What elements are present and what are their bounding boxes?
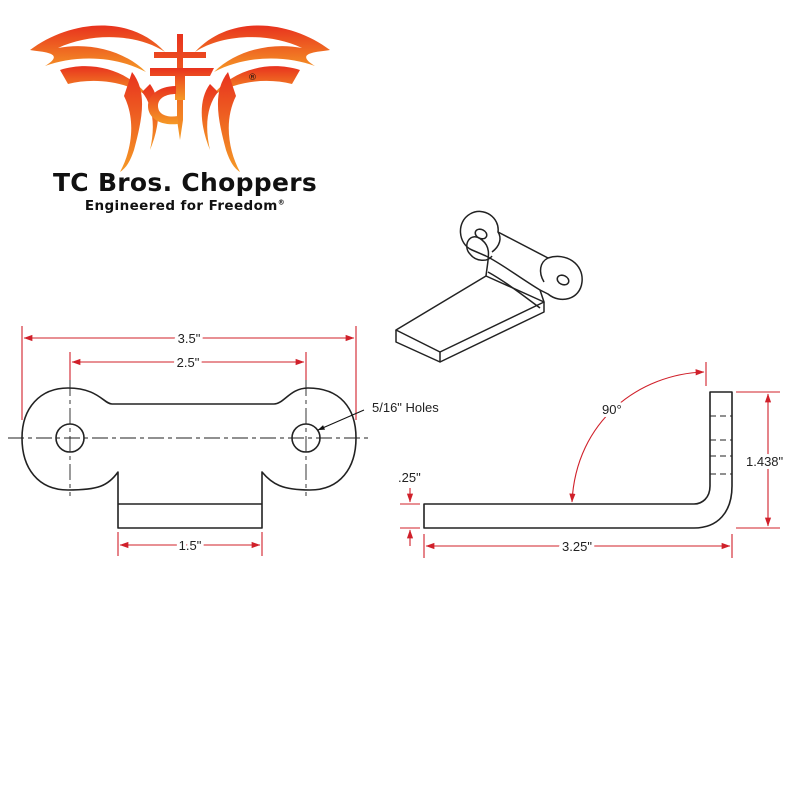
bracket-profile	[423, 391, 733, 529]
side-view-hidden-lines	[710, 415, 732, 475]
dim-height-label: 1.438"	[746, 454, 784, 469]
plate-outline	[21, 387, 357, 529]
dim-overall-width-label: 3.5"	[178, 331, 201, 346]
dim-tab-width-label: 1.5"	[179, 538, 202, 553]
tagline-registered-mark: ®	[277, 198, 286, 207]
dim-angle-arc	[569, 369, 705, 503]
dim-hole-spacing-label: 2.5"	[177, 355, 200, 370]
brand-tagline: Engineered for Freedom®	[84, 198, 286, 214]
dim-thickness-label: .25"	[398, 470, 421, 485]
isometric-view	[395, 210, 583, 363]
side-view-profile	[423, 391, 733, 529]
centerlines	[8, 380, 368, 496]
dim-length-label: 3.25"	[562, 539, 592, 554]
brand-name: TC Bros. Choppers	[52, 168, 318, 197]
registered-mark: ®	[248, 73, 257, 83]
hole-callout-label: 5/16" Holes	[372, 400, 439, 415]
dim-angle-label: 90°	[602, 402, 622, 417]
tc-bros-logo-emblem	[30, 25, 330, 172]
hole-callout-leader	[317, 409, 365, 431]
